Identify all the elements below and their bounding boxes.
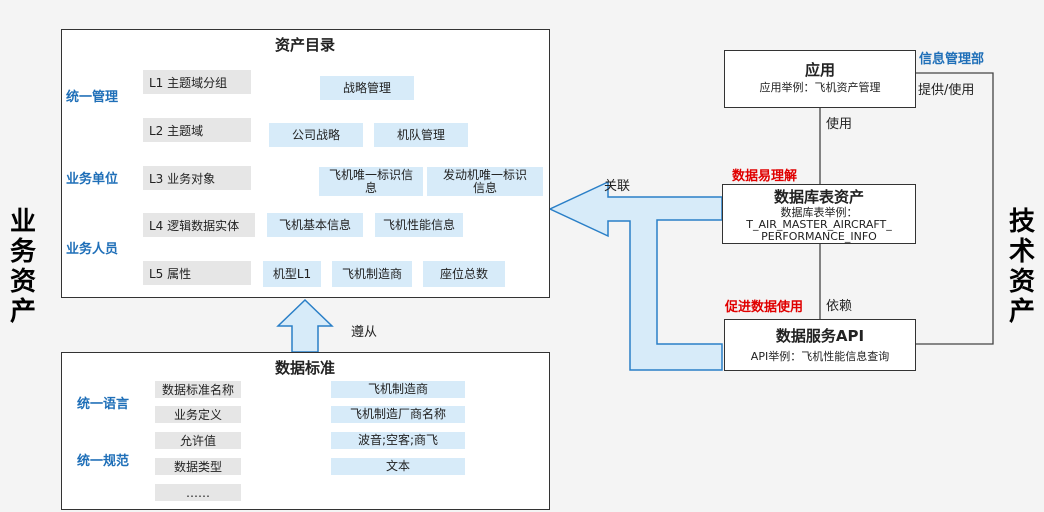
api-box[interactable]: 数据服务API API举例：飞机性能信息查询 bbox=[724, 319, 916, 371]
value-manufacturer-name: 飞机制造厂商名称 bbox=[331, 406, 465, 423]
provide-use-label: 提供/使用 bbox=[918, 83, 975, 98]
db-example-label: 数据库表举例： bbox=[780, 206, 858, 219]
business-assets-label: 业务资产 bbox=[9, 207, 36, 327]
db-box[interactable]: 数据库表资产 数据库表举例： T_AIR_MASTER_AIRCRAFT_PER… bbox=[722, 184, 916, 244]
category-unified-spec: 统一规范 bbox=[77, 454, 130, 469]
info-dept-label: 信息管理部 bbox=[919, 52, 985, 67]
node-aircraft-perf[interactable]: 飞机性能信息 bbox=[375, 213, 463, 237]
node-manufacturer[interactable]: 飞机制造商 bbox=[332, 261, 412, 287]
follow-arrow bbox=[276, 298, 334, 353]
promote-label: 促进数据使用 bbox=[725, 300, 804, 315]
relate-arrow bbox=[548, 180, 723, 371]
data-standard-panel bbox=[61, 352, 550, 510]
node-engine-id[interactable]: 发动机唯一标识信息 bbox=[427, 167, 543, 196]
node-seats[interactable]: 座位总数 bbox=[423, 261, 505, 287]
node-aircraft-basic[interactable]: 飞机基本信息 bbox=[267, 213, 363, 237]
db-title: 数据库表资产 bbox=[773, 188, 864, 206]
link-app-api-provide bbox=[916, 72, 994, 345]
depend-label: 依赖 bbox=[826, 299, 853, 314]
db-example-value: T_AIR_MASTER_AIRCRAFT_PERFORMANCE_INFO bbox=[746, 218, 892, 243]
node-aircraft-id[interactable]: 飞机唯一标识信息 bbox=[319, 167, 423, 196]
category-business-unit: 业务单位 bbox=[66, 172, 119, 187]
node-fleet[interactable]: 机队管理 bbox=[374, 123, 468, 147]
api-example: API举例：飞机性能信息查询 bbox=[750, 350, 890, 363]
level-l2: L2 主题域 bbox=[143, 118, 251, 142]
app-title: 应用 bbox=[804, 61, 835, 79]
node-model[interactable]: 机型L1 bbox=[263, 261, 321, 287]
relate-label: 关联 bbox=[604, 179, 631, 194]
value-text: 文本 bbox=[331, 458, 465, 475]
value-allowed: 波音;空客;商飞 bbox=[331, 432, 465, 449]
field-business-def: 业务定义 bbox=[155, 406, 241, 423]
field-standard-name: 数据标准名称 bbox=[155, 381, 241, 398]
level-l5: L5 属性 bbox=[143, 261, 251, 285]
level-l1: L1 主题域分组 bbox=[143, 70, 251, 94]
node-strategy[interactable]: 战略管理 bbox=[320, 76, 414, 100]
level-l4: L4 逻辑数据实体 bbox=[143, 213, 255, 237]
level-l3: L3 业务对象 bbox=[143, 166, 251, 190]
api-title: 数据服务API bbox=[775, 327, 865, 345]
value-manufacturer: 飞机制造商 bbox=[331, 381, 465, 398]
technical-assets-label: 技术资产 bbox=[1008, 207, 1035, 327]
app-box[interactable]: 应用 应用举例：飞机资产管理 bbox=[724, 50, 916, 108]
standard-title: 数据标准 bbox=[274, 359, 335, 377]
follow-label: 遵从 bbox=[351, 325, 378, 340]
field-more: …… bbox=[155, 484, 241, 501]
field-data-type: 数据类型 bbox=[155, 458, 241, 475]
catalog-title: 资产目录 bbox=[274, 36, 335, 54]
category-unified-management: 统一管理 bbox=[66, 90, 119, 105]
app-example: 应用举例：飞机资产管理 bbox=[759, 81, 881, 94]
understand-label: 数据易理解 bbox=[732, 169, 798, 184]
asset-catalog-panel bbox=[61, 29, 550, 298]
use-label: 使用 bbox=[826, 117, 853, 132]
category-unified-language: 统一语言 bbox=[77, 397, 130, 412]
field-allowed-values: 允许值 bbox=[155, 432, 241, 449]
node-corp-strategy[interactable]: 公司战略 bbox=[269, 123, 363, 147]
category-business-staff: 业务人员 bbox=[66, 242, 119, 257]
